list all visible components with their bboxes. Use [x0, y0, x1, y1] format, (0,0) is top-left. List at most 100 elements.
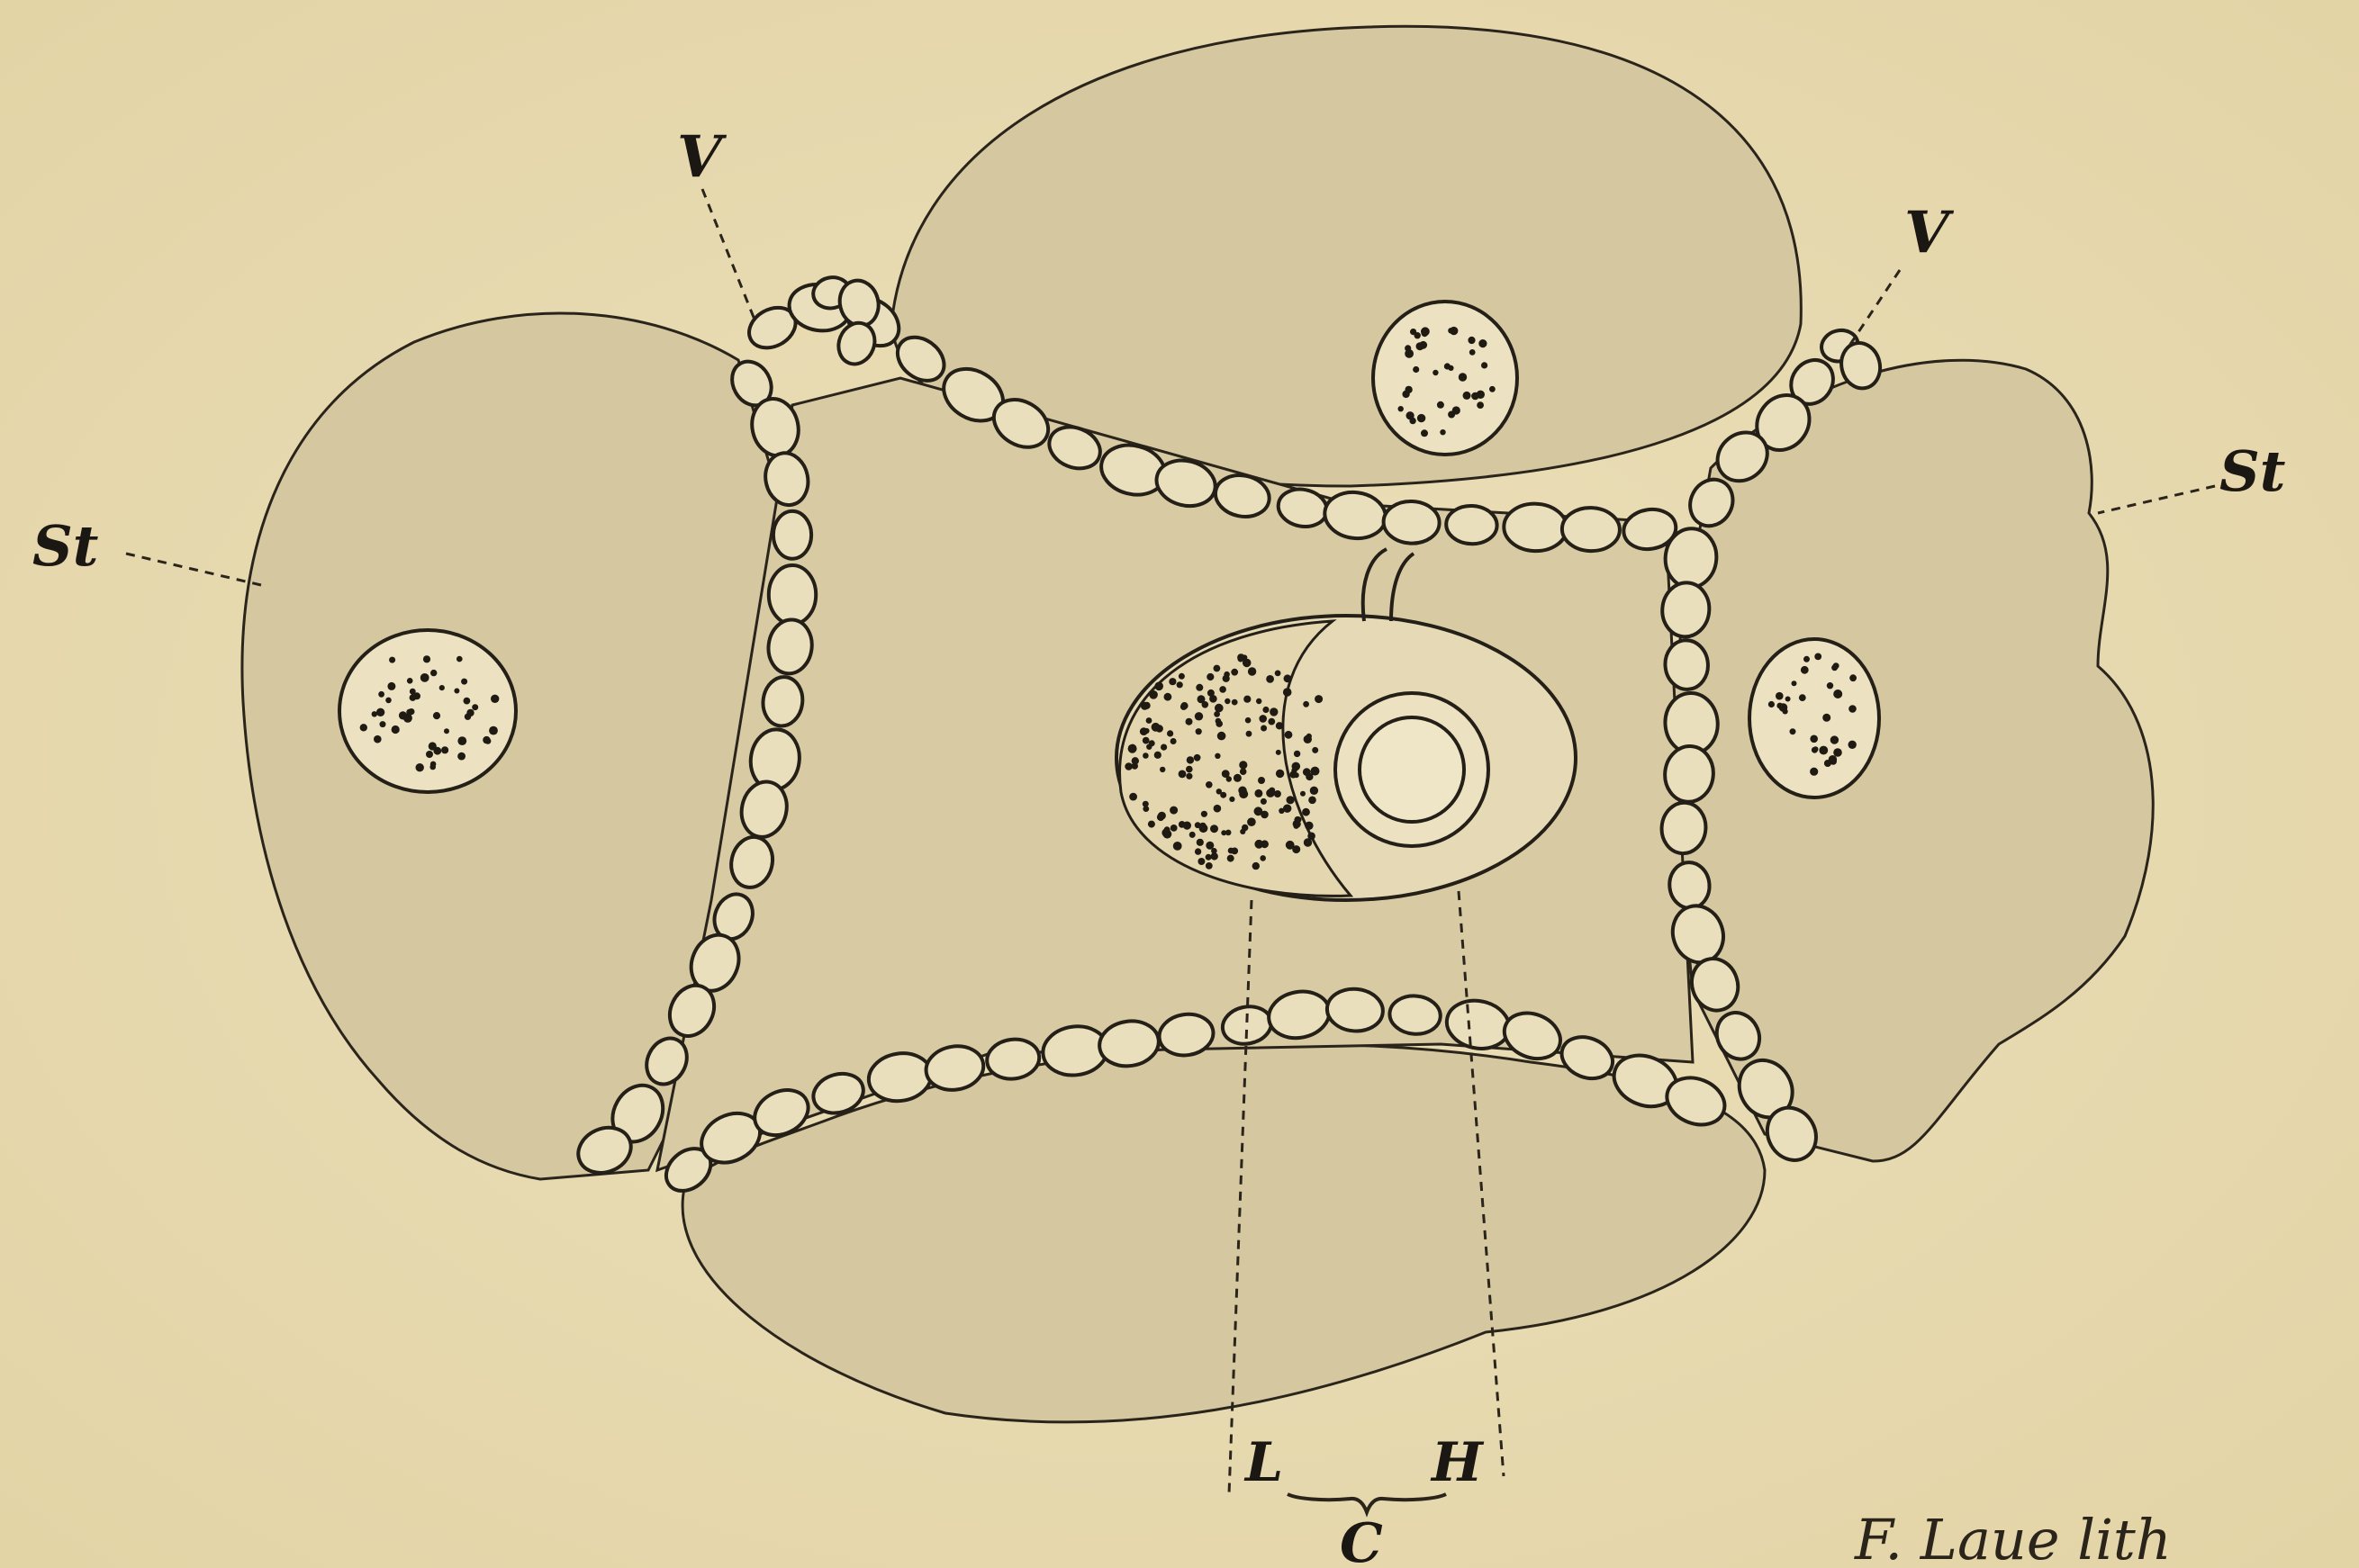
stipple-dot	[1248, 667, 1256, 675]
stipple-dot	[1833, 662, 1839, 669]
stipple-dot	[1824, 760, 1831, 767]
stipple-dot	[1217, 732, 1226, 741]
stipple-dot	[1790, 728, 1796, 734]
stipple-dot	[1220, 792, 1226, 798]
stipple-dot	[1266, 675, 1274, 683]
stipple-dot	[1143, 702, 1151, 709]
stipple-dot	[441, 746, 448, 753]
stipple-dot	[1237, 653, 1244, 661]
stipple-dot	[374, 735, 382, 743]
stipple-dot	[1206, 862, 1213, 870]
stipple-dot	[1143, 752, 1149, 759]
stipple-dot	[1225, 830, 1232, 836]
stipple-dot	[1240, 768, 1247, 775]
stipple-dot	[406, 709, 412, 716]
stipple-dot	[1302, 808, 1310, 816]
label-h: H	[1430, 1431, 1485, 1494]
stipple-dot	[1276, 722, 1283, 729]
stipple-dot	[1170, 807, 1178, 815]
stipple-dot	[1258, 777, 1265, 784]
stipple-dot	[1149, 690, 1158, 699]
stipple-dot	[484, 738, 491, 744]
stipple-dot	[1848, 741, 1857, 749]
stipple-dot	[1229, 797, 1234, 802]
stipple-dot	[466, 709, 474, 716]
stipple-dot	[1822, 714, 1830, 722]
stipple-dot	[1421, 429, 1428, 437]
stipple-dot	[456, 656, 463, 662]
stipple-dot	[392, 725, 400, 734]
stipple-dot	[1776, 703, 1783, 709]
stipple-dot	[1214, 665, 1221, 672]
stipple-dot	[1199, 823, 1207, 830]
stipple-dot	[1146, 717, 1152, 724]
stipple-dot	[1177, 681, 1183, 688]
stipple-dot	[439, 685, 445, 690]
stipple-dot	[489, 726, 498, 735]
stipple-dot	[1232, 699, 1238, 706]
stipple-dot	[1243, 696, 1251, 703]
stipple-dot	[1819, 746, 1828, 755]
stipple-dot	[1260, 855, 1266, 861]
stipple-dot	[1276, 770, 1284, 778]
stipple-dot	[1254, 807, 1263, 816]
stipple-dot	[1164, 693, 1172, 701]
stipple-dot	[389, 657, 395, 663]
stipple-dot	[1799, 694, 1806, 701]
stipple-dot	[1291, 768, 1297, 773]
stipple-dot	[1261, 798, 1267, 805]
stipple-dot	[1214, 711, 1220, 717]
top-vessel-bead	[1503, 502, 1568, 552]
stipple-dot	[1231, 669, 1238, 676]
stipple-dot	[1477, 401, 1484, 409]
stipple-dot	[360, 724, 367, 731]
stipple-dot	[461, 679, 467, 685]
stipple-dot	[1238, 787, 1246, 795]
nucleolus-inner	[1360, 717, 1464, 822]
stipple-dot	[1312, 747, 1318, 753]
top-vessel-bead	[1383, 500, 1441, 545]
label-st-left: St	[32, 513, 99, 579]
stipple-dot	[1154, 682, 1163, 691]
stipple-dot	[1262, 707, 1269, 713]
top-vessel-bead	[1445, 505, 1497, 545]
stipple-dot	[1179, 821, 1186, 828]
stipple-dot	[1169, 678, 1176, 685]
stipple-dot	[1179, 770, 1187, 779]
label-v-left: V	[677, 123, 728, 191]
stipple-dot	[1275, 671, 1281, 677]
stipple-dot	[1311, 767, 1320, 776]
stipple-dot	[1300, 791, 1306, 797]
stipple-dot	[1284, 674, 1292, 682]
stipple-dot	[1306, 734, 1312, 739]
stipple-dot	[1409, 418, 1415, 424]
stipple-dot	[376, 708, 384, 716]
stipple-dot	[1143, 728, 1149, 734]
stipple-dot	[1776, 692, 1784, 700]
stipple-dot	[1801, 666, 1809, 674]
stipple-dot	[1202, 701, 1209, 708]
stipple-dot	[1478, 339, 1487, 347]
stipple-dot	[1215, 753, 1220, 759]
stipple-dot	[1207, 689, 1215, 697]
stipple-dot	[1398, 406, 1404, 411]
stipple-dot	[429, 742, 437, 750]
stipple-dot	[1196, 728, 1202, 734]
stipple-dot	[1198, 858, 1205, 865]
stipple-dot	[1468, 337, 1475, 344]
stipple-dot	[423, 655, 430, 662]
stipple-dot	[1296, 816, 1301, 822]
stipple-dot	[1180, 704, 1187, 710]
stipple-dot	[387, 682, 395, 690]
stipple-dot	[1785, 697, 1791, 702]
stipple-dot	[1421, 329, 1428, 337]
stipple-dot	[1810, 768, 1818, 776]
stipple-dot	[1239, 761, 1247, 769]
stipple-dot	[1268, 718, 1275, 725]
stipple-dot	[1152, 723, 1161, 732]
stipple-dot	[1463, 392, 1471, 400]
stipple-dot	[1303, 701, 1309, 707]
stipple-dot	[1419, 341, 1427, 349]
